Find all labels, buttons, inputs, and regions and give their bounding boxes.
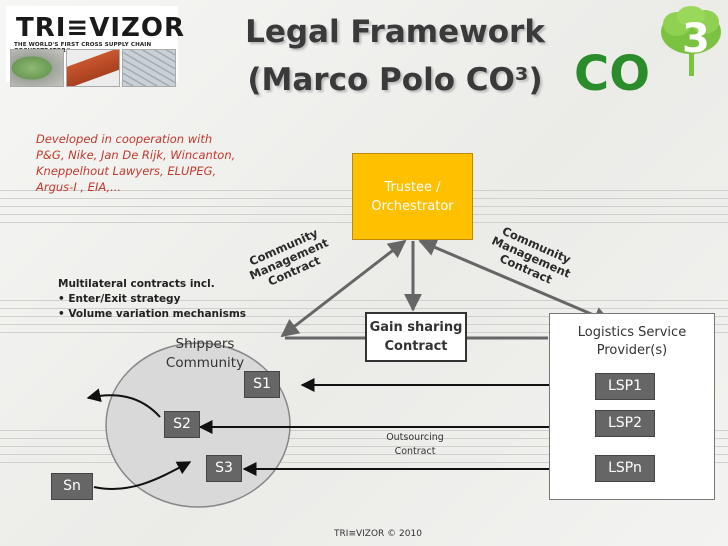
trustee-orchestrator-box: Trustee / Orchestrator <box>352 153 473 240</box>
enter-arrow <box>93 461 192 491</box>
multilateral-item: • Enter/Exit strategy <box>58 293 181 305</box>
credit-line: Argus-I , EIA,... <box>36 180 122 194</box>
title-line2: (Marco Polo CO³) <box>247 62 543 98</box>
trustee-line2: Orchestrator <box>371 198 454 214</box>
co3-text: CO <box>574 46 651 102</box>
tree-icon: 3 <box>661 6 721 76</box>
brick-image <box>66 49 120 87</box>
title-line1: Legal Framework <box>245 14 545 50</box>
shippers-line1: Shippers <box>175 336 235 352</box>
credit-line: Kneppelhout Lawyers, ELUPEG, <box>36 164 217 178</box>
multilateral-item: • Volume variation mechanisms <box>58 308 247 320</box>
co3-superscript: 3 <box>682 16 710 62</box>
multilateral-contracts-note: Multilateral contracts incl. • Enter/Exi… <box>58 277 246 322</box>
lsp2: LSP2 <box>595 410 655 437</box>
credit-text: Developed in cooperation with P&G, Nike,… <box>36 131 266 195</box>
lsp-group-line2: Provider(s) <box>596 343 668 358</box>
footer-copyright: TRI≡VIZOR © 2010 <box>334 529 422 539</box>
lsp1: LSP1 <box>595 373 655 400</box>
credit-line: P&G, Nike, Jan De Rijk, Wincanton, <box>36 148 236 162</box>
shipper-s2: S2 <box>164 411 200 438</box>
outsourcing-line2: Contract <box>394 446 436 457</box>
logo-name: TRI≡VIZOR <box>16 13 185 43</box>
credit-line: Developed in cooperation with <box>36 132 213 146</box>
lsp-group-line1: Logistics Service <box>577 325 687 340</box>
gain-sharing-line1: Gain sharing <box>369 320 463 335</box>
lspn: LSPn <box>595 455 655 482</box>
rail-image <box>122 49 176 87</box>
shipper-s3: S3 <box>206 455 242 482</box>
outsourcing-line1: Outsourcing <box>386 432 444 443</box>
gain-sharing-contract-box: Gain sharing Contract <box>365 312 467 362</box>
shippers-community-label: Shippers Community <box>150 335 260 373</box>
shipper-s1: S1 <box>244 371 280 398</box>
community-contract-right-arrow <box>418 239 612 324</box>
exit-arrow <box>86 388 161 418</box>
community-contract-left-arrow <box>280 239 407 338</box>
leaf-image <box>10 49 64 87</box>
trivizor-logo: TRI≡VIZOR THE WORLD'S FIRST CROSS SUPPLY… <box>6 6 184 87</box>
trustee-line1: Trustee / <box>384 179 441 195</box>
multilateral-heading: Multilateral contracts incl. <box>58 278 215 290</box>
shipper-sn: Sn <box>51 473 93 500</box>
shippers-line2: Community <box>165 355 245 371</box>
outsourcing-contract-label: Outsourcing Contract <box>370 431 460 459</box>
gain-sharing-line2: Contract <box>384 339 448 354</box>
